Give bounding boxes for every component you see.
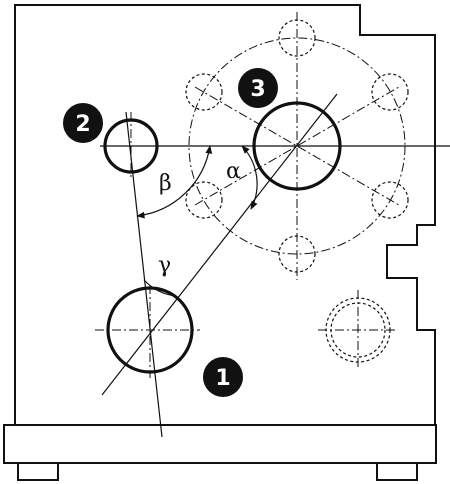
line-hole2-hole1 — [125, 111, 163, 438]
base-plate — [3, 424, 437, 464]
angle-beta-label: β — [159, 171, 172, 196]
badge-hole-3: 3 — [238, 68, 278, 108]
bolt-hole-upper-right — [371, 73, 409, 111]
base-foot-left — [17, 462, 59, 481]
angle-alpha-label: α — [226, 159, 241, 184]
bolt-circle — [185, 12, 409, 280]
angle-gamma-label: γ — [158, 253, 171, 278]
bolt-circle-pitch — [188, 37, 406, 255]
bolt-circle-diagonal-a — [194, 86, 400, 206]
angle-beta-arc — [136, 145, 213, 219]
bolt-circle-diagonal-b — [194, 86, 400, 206]
bolt-hole-bottom — [278, 235, 316, 273]
plate-outline — [14, 4, 436, 426]
bolt-hole-upper-left — [185, 73, 223, 111]
badge-hole-2: 2 — [63, 103, 103, 143]
threaded-hole — [318, 290, 398, 370]
base-foot-right — [376, 462, 418, 481]
bolt-hole-top — [278, 19, 316, 57]
svg-text:3: 3 — [250, 77, 265, 102]
svg-text:1: 1 — [215, 366, 230, 391]
bolt-hole-lower-right — [371, 181, 409, 219]
angle-alpha-arc — [241, 145, 258, 210]
angle-gamma-arc — [143, 279, 177, 297]
line-hole1-hole3 — [101, 93, 338, 396]
badge-hole-1: 1 — [203, 357, 243, 397]
hole-1 — [95, 285, 200, 378]
svg-text:2: 2 — [75, 112, 90, 137]
